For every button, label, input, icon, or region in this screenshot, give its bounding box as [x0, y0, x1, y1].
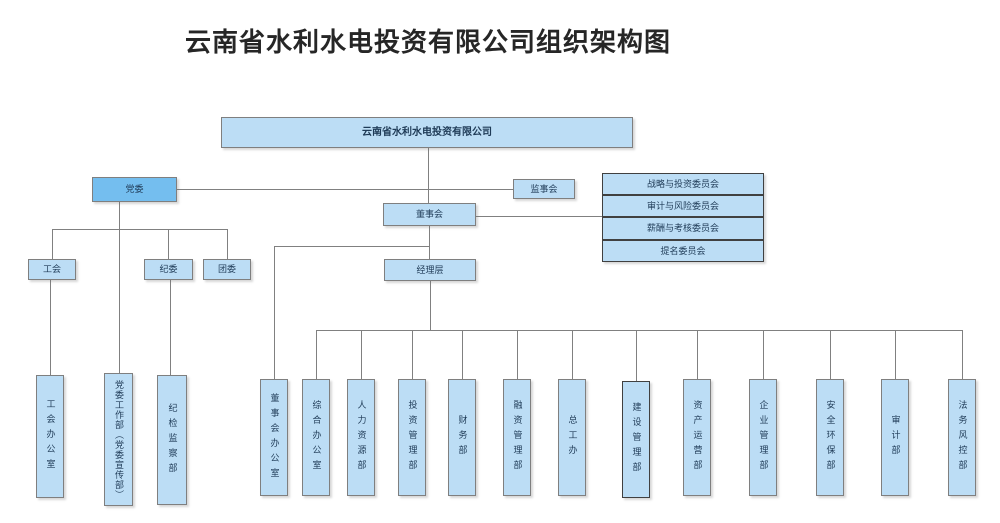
node-hr-dept: 人力资源部 — [347, 379, 375, 496]
connector-root-to-board — [428, 148, 429, 203]
connector-board-to-management — [429, 226, 430, 259]
node-company-root: 云南省水利水电投资有限公司 — [221, 117, 633, 148]
node-compensation-appraisal-committee: 薪酬与考核委员会 — [602, 217, 764, 240]
node-label: 团委 — [217, 264, 236, 274]
node-board-office: 董事会办公室 — [260, 379, 288, 496]
node-financing-mgmt-dept: 融资管理部 — [503, 379, 531, 496]
node-label: 投资管理部 — [407, 400, 418, 475]
node-supervisory-board: 监事会 — [513, 179, 575, 199]
node-party-committee: 党委 — [92, 177, 177, 202]
node-label: 综合办公室 — [311, 400, 322, 475]
node-youth-league-committee: 团委 — [203, 259, 251, 280]
node-label: 云南省水利水电投资有限公司 — [362, 126, 492, 138]
node-label: 总工办 — [567, 415, 578, 460]
connector-party-down — [119, 202, 120, 373]
connector-stub-legal-risk — [962, 330, 963, 379]
node-investment-mgmt-dept: 投资管理部 — [398, 379, 426, 496]
node-label: 纪检监察部 — [167, 402, 178, 478]
connector-stub-financing — [517, 330, 518, 379]
node-construction-mgmt-dept: 建设管理部 — [622, 381, 650, 498]
connector-stub-youth-league — [227, 229, 228, 259]
node-label: 建设管理部 — [631, 402, 642, 477]
node-nomination-committee: 提名委员会 — [602, 240, 764, 262]
node-audit-risk-committee: 审计与风险委员会 — [602, 195, 764, 217]
node-label: 董事会 — [415, 209, 443, 219]
chart-title: 云南省水利水电投资有限公司组织架构图 — [184, 27, 671, 57]
node-safety-env-dept: 安全环保部 — [816, 379, 844, 496]
node-discipline-committee: 纪委 — [144, 259, 193, 280]
node-label: 审计部 — [890, 415, 901, 460]
connector-stub-safety-env — [830, 330, 831, 379]
connector-stub-general-office — [316, 330, 317, 379]
node-label: 党委 — [125, 184, 144, 194]
connector-stub-audit — [895, 330, 896, 379]
node-label: 纪委 — [159, 264, 178, 274]
node-label: 工会办公室 — [45, 399, 56, 474]
connector-union-to-office — [50, 280, 51, 375]
connector-stub-asset-operation — [697, 330, 698, 379]
node-management-level: 经理层 — [384, 259, 476, 281]
connector-stub-hr — [361, 330, 362, 379]
connector-board-to-committees — [476, 216, 602, 217]
node-label: 薪酬与考核委员会 — [646, 223, 719, 233]
connector-board-office-link-h — [274, 246, 429, 247]
connector-stub-discipline — [168, 229, 169, 259]
node-legal-risk-dept: 法务风控部 — [948, 379, 976, 496]
node-strategy-investment-committee: 战略与投资委员会 — [602, 173, 764, 195]
connector-stub-union — [52, 229, 53, 259]
connector-party-to-supervisory — [177, 189, 513, 190]
connector-stub-chief-engineer — [572, 330, 573, 379]
node-finance-dept: 财务部 — [448, 379, 476, 496]
node-enterprise-mgmt-dept: 企业管理部 — [749, 379, 777, 496]
node-label: 工会 — [42, 264, 61, 274]
connector-stub-finance — [462, 330, 463, 379]
node-board-of-directors: 董事会 — [383, 203, 476, 226]
node-label: 董事会办公室 — [269, 392, 280, 483]
node-union-office: 工会办公室 — [36, 375, 64, 498]
node-label: 法务风控部 — [957, 400, 968, 475]
node-asset-operation-dept: 资产运营部 — [683, 379, 711, 496]
node-label: 资产运营部 — [692, 400, 703, 475]
node-label: 提名委员会 — [660, 245, 706, 256]
connector-stub-enterprise — [763, 330, 764, 379]
node-label: 财务部 — [457, 415, 468, 460]
connector-dept-distribution-bar — [316, 330, 962, 331]
node-labor-union: 工会 — [28, 259, 76, 280]
node-label: 审计与风险委员会 — [646, 200, 719, 211]
connector-stub-construction — [636, 330, 637, 381]
node-label: 安全环保部 — [825, 400, 836, 475]
connector-management-down — [430, 281, 431, 330]
connector-stub-investment — [412, 330, 413, 379]
node-party-work-dept: 党委工作部（党委宣传部） — [104, 373, 133, 506]
node-label: 战略与投资委员会 — [646, 178, 719, 189]
node-discipline-inspection-dept: 纪检监察部 — [157, 375, 187, 505]
node-label: 融资管理部 — [512, 400, 523, 475]
node-chief-engineer-office: 总工办 — [558, 379, 586, 496]
node-label: 企业管理部 — [758, 400, 769, 475]
node-label: 监事会 — [530, 183, 558, 194]
connector-board-office-link-v — [274, 246, 275, 379]
connector-party-branch-bar — [52, 229, 227, 230]
node-audit-dept: 审计部 — [881, 379, 909, 496]
connector-discipline-to-dept — [170, 280, 171, 375]
node-label: 经理层 — [416, 264, 444, 275]
node-general-office: 综合办公室 — [302, 379, 330, 496]
node-label: 党委工作部（党委宣传部） — [114, 379, 124, 500]
node-label: 人力资源部 — [356, 400, 367, 475]
